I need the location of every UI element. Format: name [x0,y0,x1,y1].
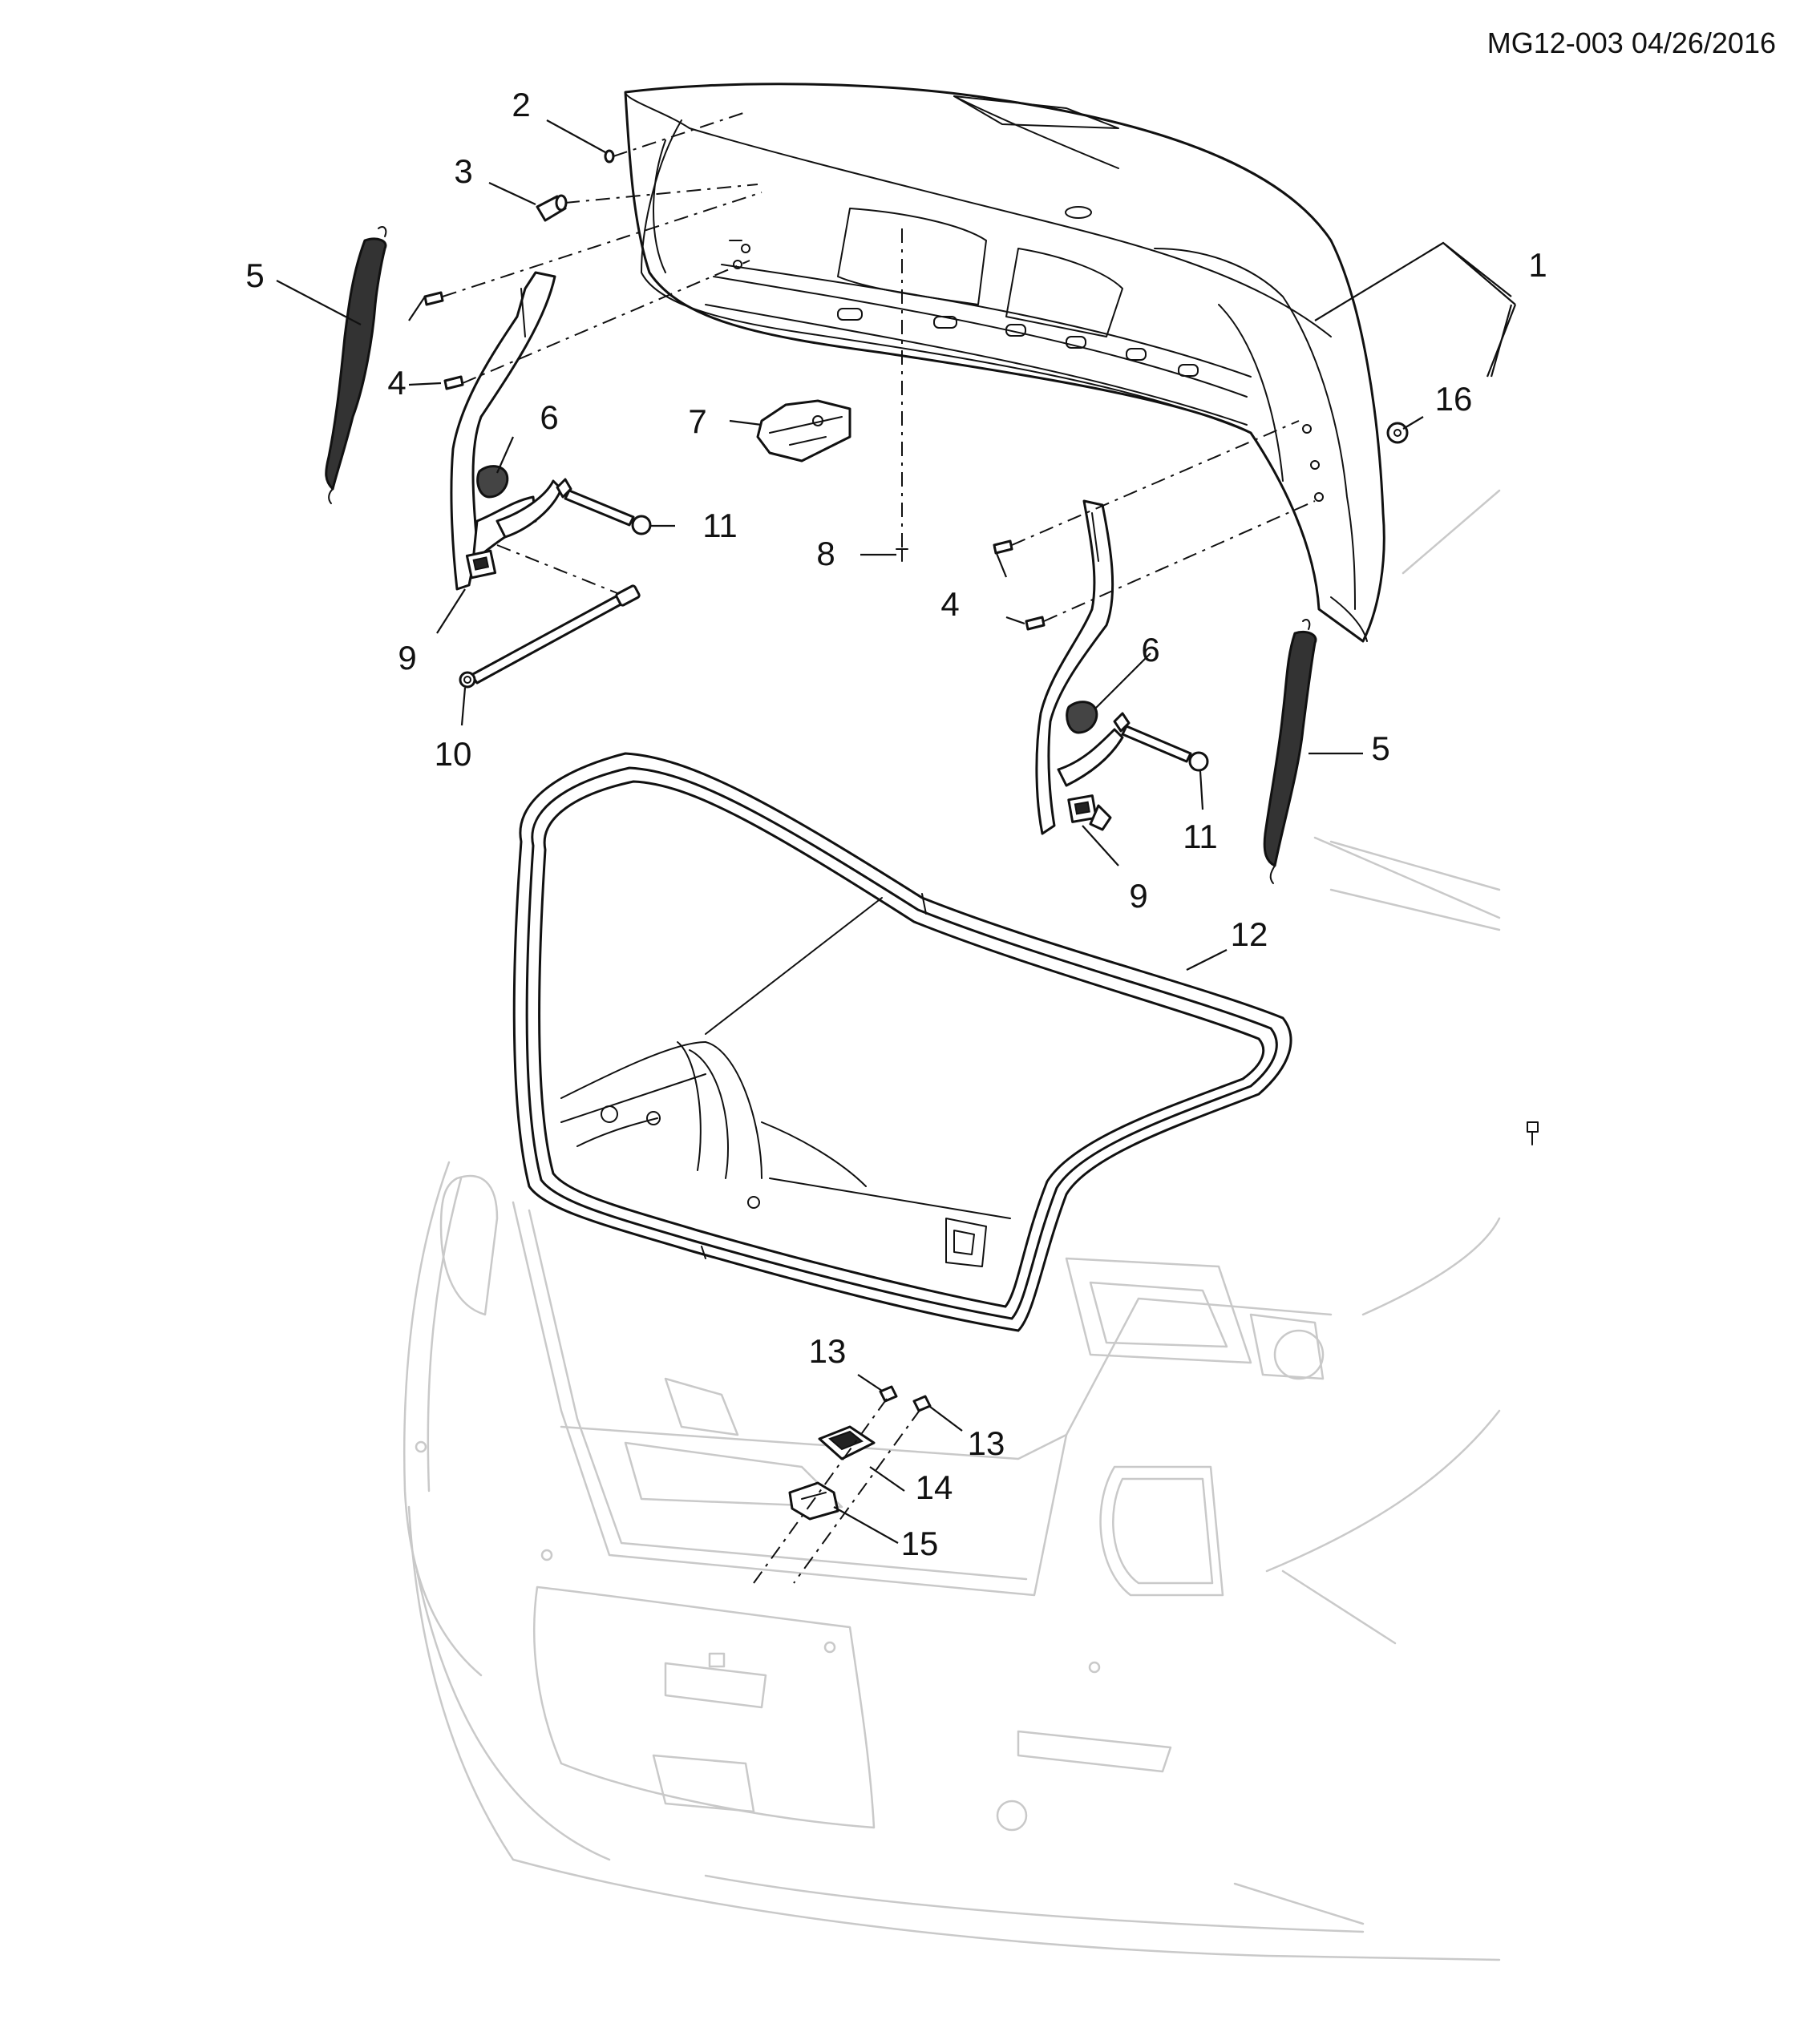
part-16-nut [1386,422,1409,444]
callout-leaders [276,119,1517,1544]
part-6-bushing-left [476,465,509,499]
callout-3: 3 [454,152,472,190]
part-8-bolt [896,548,908,562]
part-3-bumper [536,194,568,222]
spring-right [1263,619,1317,884]
callout-11-right: 11 [1183,818,1218,855]
part-4-bolts-right [993,539,1046,631]
trunk-lid [624,83,1385,643]
callout-4-right: 4 [940,585,959,623]
hinge-right [1035,499,1124,835]
part-11-bolt-left [556,478,652,535]
callout-13-lower: 13 [968,1424,1005,1462]
diagram-id: MG12-003 04/26/2016 [1487,26,1776,59]
callout-16: 16 [1435,380,1473,418]
gas-strut [459,584,641,689]
callout-8: 8 [816,535,835,572]
spring-left [325,226,387,504]
vehicle-rear-outline [402,489,1501,1961]
part-2-nut [604,149,615,164]
callout-12: 12 [1231,915,1268,953]
callout-7: 7 [688,402,706,440]
callout-13-upper: 13 [809,1332,847,1370]
assembly-centerlines [442,111,1316,1584]
part-6-bushing-right [1066,701,1098,734]
callout-11-left: 11 [702,507,738,544]
trunk-weatherstrip [512,752,1292,1332]
latch [756,399,851,463]
callout-15: 15 [901,1525,939,1562]
part-4-bolts-left [423,291,464,390]
trunk-interior-lines [560,897,1011,1267]
callout-5-right: 5 [1371,729,1389,767]
callout-4-left: 4 [387,364,406,402]
callout-1: 1 [1528,246,1547,284]
callout-6-right: 6 [1141,631,1159,669]
part-11-bolt-right [1113,712,1209,772]
callout-9-left: 9 [398,639,416,677]
callout-2: 2 [512,86,530,123]
callout-5-left: 5 [245,257,264,294]
part-13-fasteners [879,1385,932,1412]
callout-labels: 1 2 3 4 4 5 5 6 6 7 8 9 9 10 11 11 12 13… [245,86,1547,1562]
body-stud [1527,1121,1539,1145]
callout-14: 14 [916,1468,953,1506]
callout-10: 10 [435,735,472,773]
callout-6-left: 6 [540,398,558,436]
callout-9-right: 9 [1129,877,1147,915]
